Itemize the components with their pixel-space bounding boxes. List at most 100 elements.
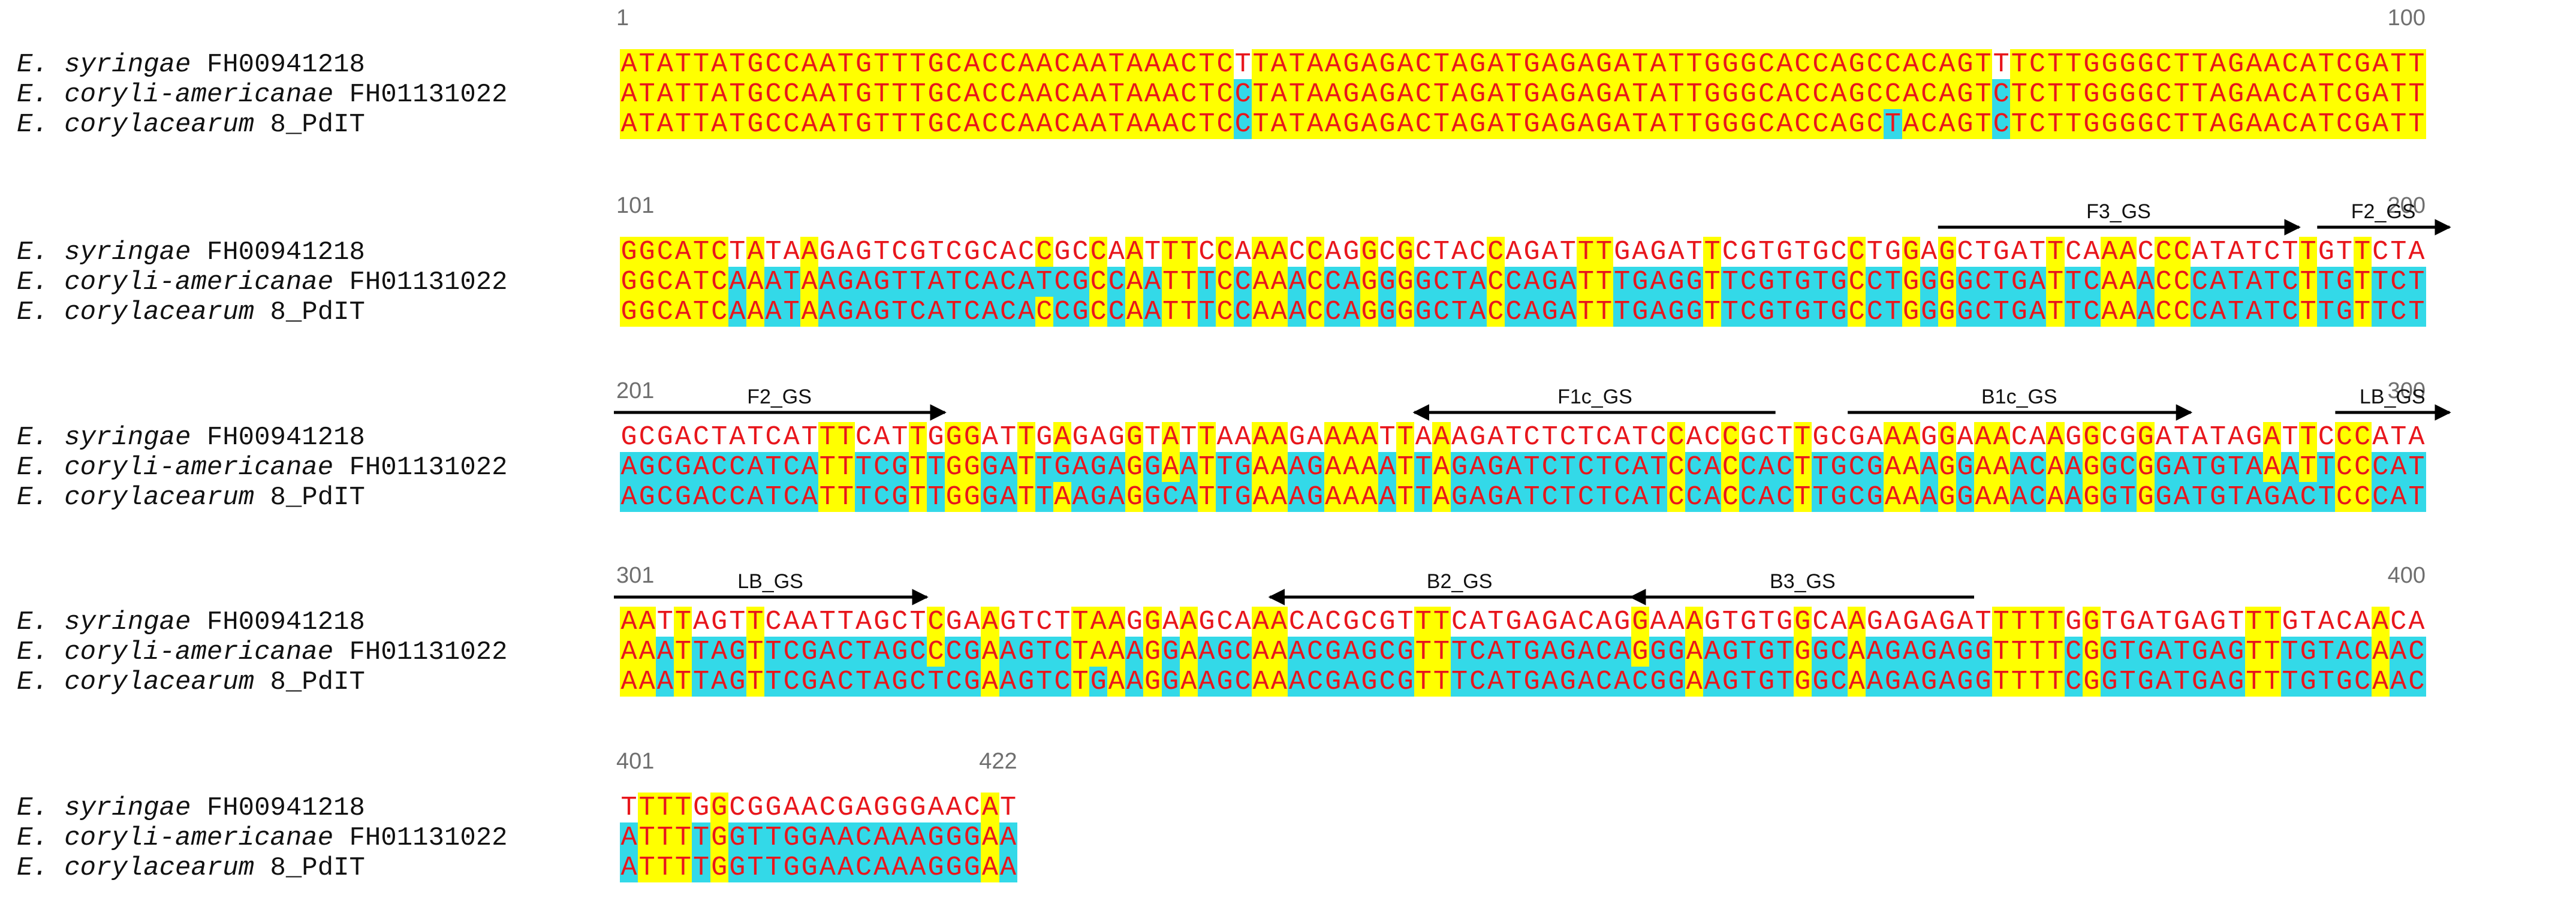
base-cell: C [1848, 297, 1866, 327]
base-cell: C [1757, 422, 1776, 452]
base-cell: A [836, 852, 855, 882]
base-cell: A [1125, 79, 1144, 109]
base-cell: T [836, 79, 855, 109]
base-cell: G [1523, 49, 1541, 79]
base-cell: A [999, 637, 1018, 667]
base-cell: T [1035, 637, 1054, 667]
base-cell: G [1848, 49, 1866, 79]
base-cell: T [1288, 49, 1307, 79]
base-cell: A [1125, 237, 1144, 267]
base-cell: C [1197, 237, 1216, 267]
sequence-name: E. coryli-americanae FH01131022 [17, 822, 508, 854]
base-cell: T [2317, 49, 2336, 79]
base-cell: T [2064, 79, 2083, 109]
base-cell: A [1541, 667, 1559, 697]
base-cell: T [1071, 667, 1090, 697]
base-cell: T [2100, 607, 2119, 637]
primer-label: B3_GS [1770, 570, 1836, 593]
base-cell: G [981, 452, 1000, 482]
base-cell: A [999, 452, 1018, 482]
strain: FH01131022 [349, 267, 508, 297]
base-cell: A [2046, 422, 2065, 452]
base-cell: T [2173, 422, 2192, 452]
base-cell: A [1378, 452, 1397, 482]
base-cell: T [1992, 607, 2011, 637]
base-cell: A [2353, 607, 2372, 637]
base-cell: G [2244, 422, 2264, 452]
base-cell: C [1432, 267, 1451, 297]
base-cell: A [818, 267, 837, 297]
base-cell: C [1107, 267, 1126, 297]
base-cell: C [1215, 237, 1234, 267]
base-cell: T [1017, 422, 1036, 452]
species: corylacearum [64, 483, 255, 513]
base-cell: T [692, 822, 711, 852]
base-cell: C [1577, 452, 1596, 482]
base-cell: G [927, 822, 945, 852]
base-cell: C [1541, 482, 1559, 512]
base-cell: G [710, 793, 729, 822]
species: coryli-americanae [64, 80, 334, 110]
base-cell: C [2064, 637, 2083, 667]
base-cell: G [1541, 267, 1559, 297]
base-cell: G [1523, 667, 1541, 697]
base-cell: A [1468, 297, 1487, 327]
base-cell: C [890, 607, 909, 637]
base-cell: T [2209, 422, 2228, 452]
base-cell: G [1468, 49, 1487, 79]
base-cell: G [620, 297, 638, 327]
base-cell: G [1685, 297, 1704, 327]
base-cell: G [1613, 607, 1632, 637]
base-cell: A [2262, 422, 2282, 452]
primer-label: LB_GS [2359, 385, 2426, 408]
base-cell: C [836, 667, 855, 697]
base-cell: C [1811, 109, 1830, 139]
base-cell: T [927, 237, 945, 267]
base-cell: A [1631, 452, 1650, 482]
base-cell: C [1848, 267, 1866, 297]
base-cell: A [710, 637, 729, 667]
base-cell: A [2407, 237, 2426, 267]
base-cell: C [890, 237, 909, 267]
base-cell: T [2389, 79, 2408, 109]
base-cell: T [1234, 49, 1252, 79]
base-cell: C [1306, 667, 1325, 697]
base-cell: A [818, 79, 837, 109]
base-cell: T [764, 637, 783, 667]
base-cell: C [854, 422, 873, 452]
base-cell: G [1902, 267, 1921, 297]
base-cell: A [1143, 49, 1162, 79]
base-cell: A [1306, 109, 1325, 139]
base-cell: G [1956, 49, 1975, 79]
base-cell: G [872, 793, 891, 822]
base-cell: G [1559, 667, 1577, 697]
base-cell: C [1053, 267, 1072, 297]
base-cell: A [782, 237, 801, 267]
base-cell: T [674, 793, 693, 822]
base-cell: A [999, 237, 1018, 267]
genus: E. [17, 607, 49, 637]
base-cell: T [2407, 79, 2426, 109]
base-cell: A [656, 49, 674, 79]
base-cell: T [2389, 237, 2408, 267]
base-cell: A [1125, 667, 1144, 697]
base-cell: A [2100, 297, 2119, 327]
base-cell: G [1378, 49, 1397, 79]
base-cell: G [945, 822, 963, 852]
base-cell: A [800, 267, 819, 297]
base-cell: T [908, 482, 927, 512]
base-cell: A [1956, 607, 1975, 637]
base-cell: G [2100, 667, 2119, 697]
base-cell: C [1053, 637, 1072, 667]
base-cell: T [836, 109, 855, 139]
base-cell: G [981, 482, 1000, 512]
base-cell: A [692, 482, 711, 512]
base-cell: A [1360, 482, 1379, 512]
base-cell: G [1775, 237, 1794, 267]
base-cell: A [1360, 452, 1379, 482]
base-cell: A [1252, 667, 1270, 697]
base-cell: A [2028, 422, 2047, 452]
base-cell: T [890, 297, 909, 327]
base-cell: T [1523, 452, 1541, 482]
base-cell: A [981, 267, 1000, 297]
